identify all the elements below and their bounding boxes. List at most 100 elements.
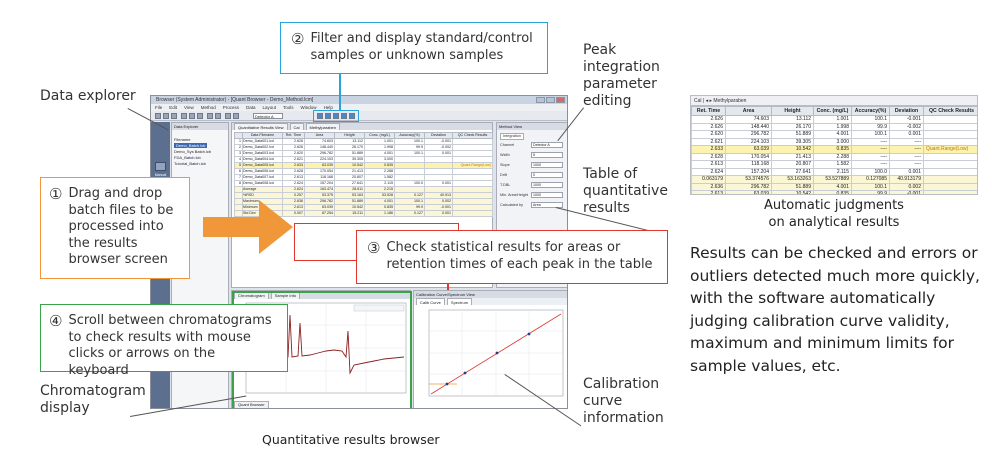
results-tab[interactable]: Methylparaben [305,123,340,130]
table-cell: 170.054 [725,152,772,161]
results-tab[interactable]: Quantitative Results View [234,123,288,130]
table-cell: 0.002 [889,182,924,191]
filter-control-icon[interactable] [333,113,339,119]
table-cell: 2.624 [691,167,726,176]
param-input[interactable]: 5 [531,152,563,158]
table-cell: 2.636 [691,182,726,191]
table-cell: 99.9 [851,190,890,194]
close-icon[interactable] [556,97,565,103]
table-cell: -0.002 [889,122,924,131]
table-cell: 10.542 [771,190,814,194]
menu-item-method[interactable]: Method [200,105,216,110]
table-cell: 2.633 [691,145,726,154]
paste-icon[interactable] [197,113,203,119]
menu-item-file[interactable]: File [155,105,163,110]
explorer-file-item[interactable]: Tutorial_Batch.lcb [174,161,206,166]
filter-all-icon[interactable] [317,113,323,119]
menu-item-data[interactable]: Data [246,105,256,110]
calibration-tab[interactable]: Spectrum [446,298,473,305]
table-cell [923,167,977,176]
table-cell: 10.542 [771,145,814,154]
label-data-explorer: Data explorer [40,88,136,104]
filter-unknown-icon[interactable] [341,113,347,119]
table-cell: 2.288 [813,152,852,161]
results-tab[interactable]: Cal [289,123,304,130]
menu-item-view[interactable]: View [184,105,194,110]
param-input[interactable]: Detector A [531,142,563,148]
menu-item-help[interactable]: Help [323,105,333,110]
param-input[interactable]: Area [531,202,563,208]
filter-standard-icon[interactable] [325,113,331,119]
param-input[interactable]: 1000 [531,182,563,188]
table-cell: 39.305 [771,137,814,146]
copy-icon[interactable] [189,113,195,119]
menu-item-window[interactable]: Window [300,105,317,110]
menu-item-process[interactable]: Process [222,105,239,110]
table-cell [923,152,977,161]
param-input[interactable]: 0 [531,172,563,178]
print-icon[interactable] [171,113,177,119]
table-cell: 0.063179 [691,175,726,184]
caption-quant-browser: Quantitative results browser [262,432,440,447]
table-cell: ---- [889,145,924,154]
table-cell: ---- [851,152,890,161]
table-cell: 100.1 [851,115,890,124]
table-cell: 2.621 [691,137,726,146]
minimize-icon[interactable] [536,97,545,103]
param-input[interactable]: 1000 [531,192,563,198]
calibration-tab[interactable]: Calib Curve [416,298,445,305]
toolbar: Detector A [151,111,567,121]
table-cell: 4.001 [813,182,852,191]
filter-blank-icon[interactable] [349,113,355,119]
quant-browser-tab[interactable]: Quant Browser [234,401,269,408]
zoom-icon[interactable] [225,113,231,119]
table-cell: 100.1 [851,130,890,139]
description-text: Results can be checked and errors or out… [690,244,980,375]
menu-item-edit[interactable]: Edit [169,105,178,110]
explorer-file-item[interactable]: Demo_Sys Batch.lcb [174,149,212,154]
redo-icon[interactable] [215,113,221,119]
table-cell: 0.835 [813,190,852,194]
table-cell: ---- [889,137,924,146]
results-column-header[interactable]: QC Check Results [452,132,493,139]
table-cell: 2.620 [691,130,726,139]
save-icon[interactable] [163,113,169,119]
table-cell: 51.889 [771,182,814,191]
param-label: Channel [500,143,515,147]
param-input[interactable]: 1000 [531,162,563,168]
zoom-column-header: Ret. Time [691,106,726,116]
table-cell: 2.626 [691,115,726,124]
table-cell [923,115,977,124]
detector-select[interactable]: Detector A [253,113,283,119]
open-icon[interactable] [155,113,161,119]
callout-3-statistics: ③ Check statistical results for areas or… [356,230,668,284]
menu-item-tools[interactable]: Tools [283,105,294,110]
table-cell: 2.115 [813,167,852,176]
explorer-file-item[interactable]: FDA_Batch.lcb [174,155,201,160]
table-cell: 0.127085 [851,175,890,184]
table-cell: 3.000 [813,137,852,146]
filter-highlight-box [313,110,359,122]
zoom-column-header: QC Check Results [923,106,977,116]
menu-item-layout[interactable]: Layout [262,105,277,110]
undo-icon[interactable] [207,113,213,119]
maximize-icon[interactable] [546,97,555,103]
integration-tab[interactable]: Integration [500,133,524,140]
cut-icon[interactable] [181,113,187,119]
label-chromatogram-display: Chromatogram display [40,383,146,416]
table-cell [923,175,977,184]
help-icon[interactable] [233,113,239,119]
peak-integration-nav-icon[interactable] [155,162,166,171]
explorer-file-item[interactable]: Demo_Batch.lcb [174,143,208,148]
param-label: Drift [500,173,507,177]
app-window-screenshot: Browser (System Administrator) - [Quant … [150,95,568,409]
